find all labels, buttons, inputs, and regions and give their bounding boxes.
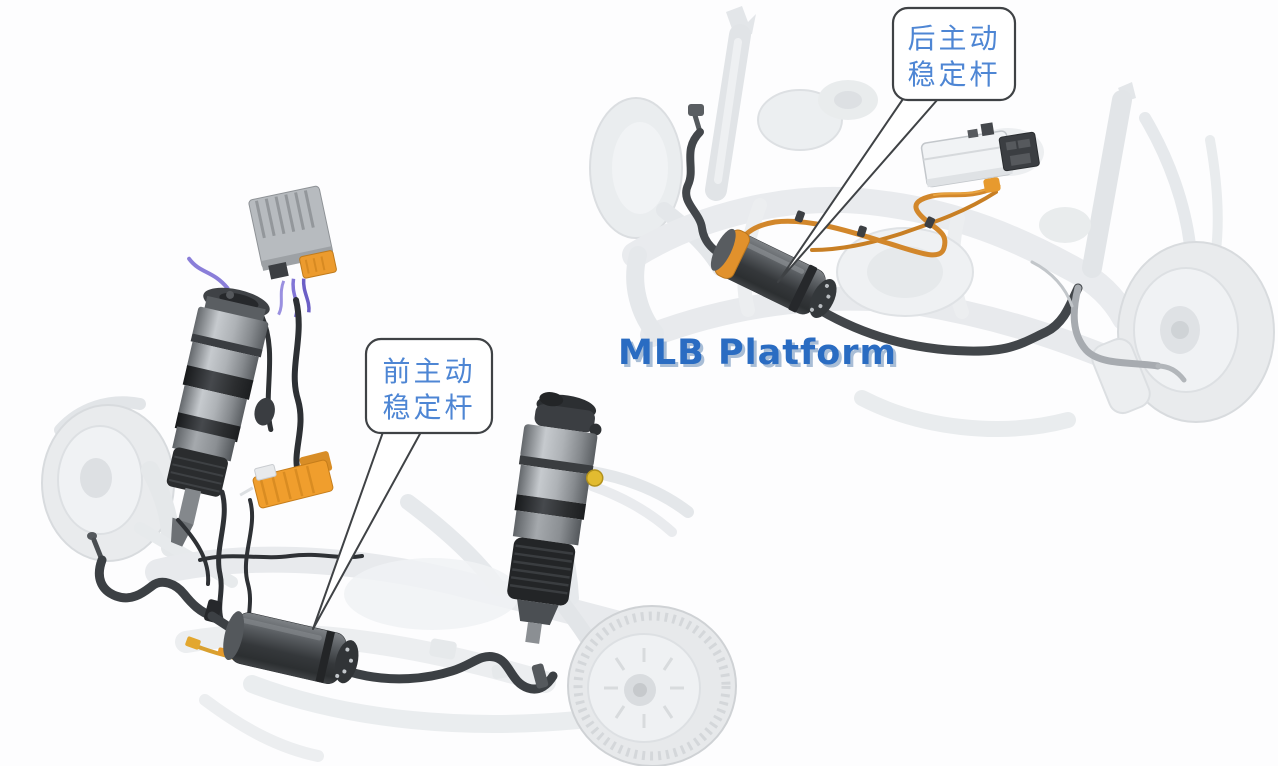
rear-harness-connector — [983, 177, 1001, 193]
rear-stabilizer-actuator — [710, 228, 837, 318]
front-module-cable — [291, 297, 304, 475]
front-wheel-disc-ghost — [567, 605, 737, 766]
platform-label: MLB Platform — [618, 333, 897, 373]
rear-ghost-subframe — [589, 6, 1223, 437]
module-heatsink-fins — [254, 190, 315, 239]
front-power-connector — [239, 451, 334, 509]
platform-label-group: MLB Platform MLB Platform — [618, 333, 900, 376]
callout-front-text-line2: 稳定杆 — [382, 391, 475, 424]
strut-purple-wire — [187, 256, 230, 291]
rear-right-shock-ghost — [1082, 90, 1132, 278]
strut-bellows — [166, 447, 228, 497]
rear-suspension-assembly — [589, 6, 1275, 437]
front-suspension-assembly — [41, 185, 737, 766]
rear-wiring-harness — [735, 177, 1001, 258]
callout-rear-text-line2: 稳定杆 — [907, 58, 1000, 91]
front-stabilizer-actuator — [223, 611, 359, 684]
callout-bubble — [891, 6, 1017, 102]
callout-front-text-line1: 前主动 — [382, 355, 475, 388]
yellow-connector — [185, 636, 201, 650]
rear-stabilizer-bar — [682, 104, 1187, 383]
callout-tail — [312, 431, 422, 630]
front-left-air-strut — [166, 256, 275, 547]
callout-rear-text-line1: 后主动 — [907, 22, 1000, 55]
platform-label-shadow: MLB Platform — [621, 336, 900, 376]
strut-yellow-cap — [585, 469, 604, 487]
purple-wire — [277, 280, 286, 316]
callout-tail — [777, 98, 939, 283]
rear-control-module — [920, 122, 1040, 188]
rear-module-connector — [998, 131, 1040, 172]
callout-rear-active-stabilizer: 后主动 稳定杆 — [777, 6, 1017, 283]
front-control-module — [248, 185, 337, 318]
callout-bubble — [364, 337, 494, 435]
purple-wire — [301, 278, 311, 313]
rear-wheel-hub-ghost — [1091, 241, 1275, 423]
front-right-air-strut — [507, 392, 604, 644]
front-ghost-subframe — [41, 396, 705, 762]
callout-front-active-stabilizer: 前主动 稳定杆 — [312, 337, 494, 630]
